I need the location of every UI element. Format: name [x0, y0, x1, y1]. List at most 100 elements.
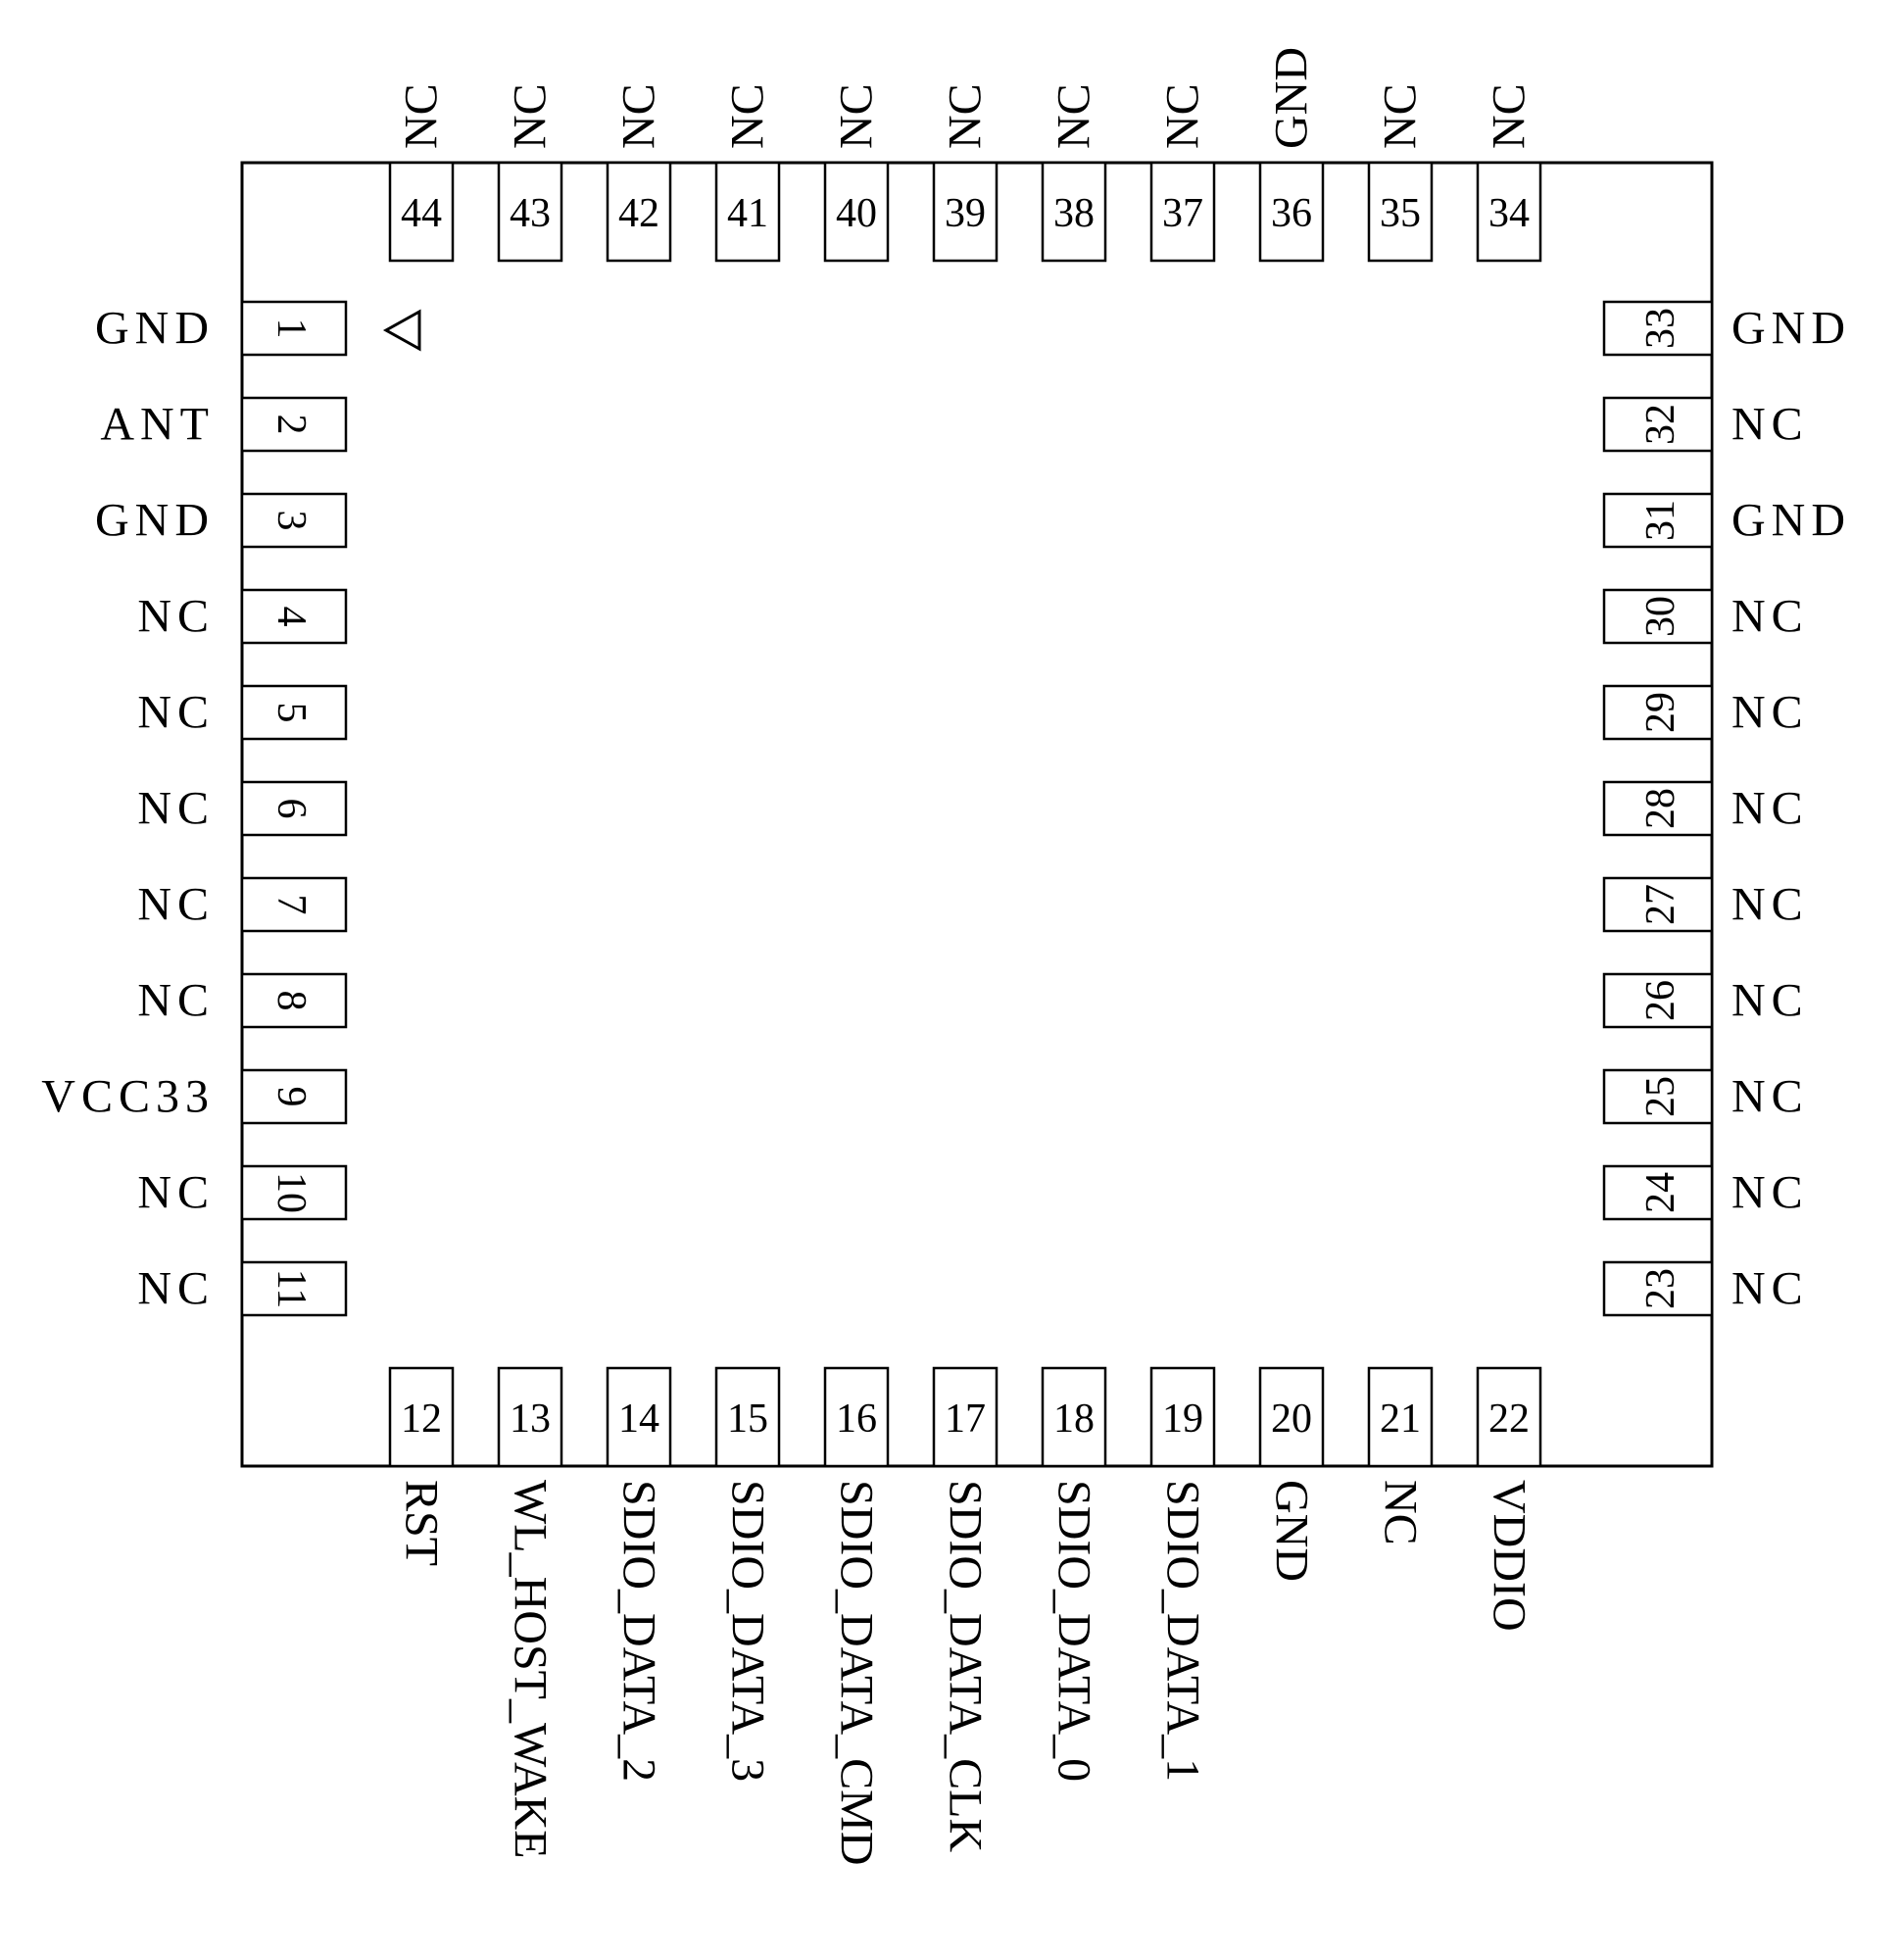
pin-number: 34 — [1488, 191, 1530, 236]
pin-label: SDIO_DATA_3 — [722, 1480, 774, 1782]
pin-36: 36 GND — [1258, 47, 1325, 263]
pin-label: SDIO_DATA_0 — [1048, 1480, 1100, 1782]
pin-number: 13 — [510, 1396, 551, 1442]
pin-number: 43 — [510, 191, 551, 236]
pin-pad — [1258, 1366, 1325, 1468]
pin-pad — [1041, 1366, 1107, 1468]
pin-pad — [240, 972, 348, 1029]
pin-number: 4 — [268, 607, 314, 627]
pin-pad — [1602, 1068, 1714, 1125]
pin-label: NC — [1375, 1480, 1427, 1545]
pin-label: GND — [1731, 495, 1851, 547]
pin-number: 10 — [268, 1172, 314, 1213]
pin-number: 1 — [268, 318, 314, 339]
pin-number: 42 — [618, 191, 659, 236]
pin-number: 39 — [945, 191, 986, 236]
pin-number: 33 — [1638, 308, 1683, 349]
pin-label: GND — [1266, 47, 1318, 149]
pin-number: 12 — [401, 1396, 442, 1442]
pin-pad — [240, 492, 348, 549]
pin-number: 32 — [1638, 404, 1683, 445]
pin-label: NC — [137, 687, 215, 739]
pin-pad — [1041, 161, 1107, 263]
pin-number: 41 — [727, 191, 768, 236]
pin-number: 30 — [1638, 596, 1683, 637]
pin-number: 22 — [1488, 1396, 1530, 1442]
pin-label: SDIO_DATA_CLK — [940, 1480, 992, 1852]
pin-pad — [932, 161, 999, 263]
pin-pad — [1602, 396, 1714, 453]
pin-pad — [823, 161, 890, 263]
pin-number: 44 — [401, 191, 442, 236]
pin-number: 24 — [1638, 1172, 1683, 1213]
pin-label: RST — [396, 1480, 448, 1566]
pin-number: 3 — [268, 511, 314, 531]
pin-pad — [1258, 161, 1325, 263]
pin-pad — [240, 780, 348, 837]
pin-pad — [388, 1366, 455, 1468]
pin-label: GND — [1731, 303, 1851, 355]
pin-pad — [1602, 780, 1714, 837]
pin-pad — [240, 684, 348, 741]
pin-number: 40 — [836, 191, 877, 236]
pin-label: NC — [137, 1167, 215, 1219]
pin-pad — [1476, 1366, 1542, 1468]
pin-label: NC — [1731, 783, 1809, 835]
pin-8: 8 NC — [137, 972, 348, 1029]
pin-label: SDIO_DATA_1 — [1157, 1480, 1209, 1782]
pin-pad — [1602, 492, 1714, 549]
pin-pad — [1367, 1366, 1434, 1468]
pin-33: 33 GND — [1602, 300, 1851, 357]
pin-label: NC — [1731, 591, 1809, 643]
pin-pad — [240, 396, 348, 453]
pin-pad — [606, 161, 672, 263]
pin-number: 31 — [1638, 500, 1683, 541]
pin-pad — [932, 1366, 999, 1468]
pin-label: WL_HOST_WAKE — [505, 1480, 557, 1859]
pin-label: NC — [137, 975, 215, 1027]
pin-label: NC — [722, 83, 774, 149]
pin-label: VDDIO — [1484, 1480, 1535, 1632]
package-body — [240, 161, 1714, 1468]
pin-pad — [1602, 588, 1714, 645]
pin-number: 7 — [268, 895, 314, 915]
pin-number: 11 — [268, 1269, 314, 1308]
pin-pad — [1476, 161, 1542, 263]
pin-number: 14 — [618, 1396, 659, 1442]
pin-label: NC — [1731, 1263, 1809, 1315]
pin-pad — [240, 1260, 348, 1317]
pin-number: 8 — [268, 991, 314, 1011]
pin-label: NC — [505, 83, 557, 149]
pin-number: 36 — [1271, 191, 1312, 236]
pin-pad — [1367, 161, 1434, 263]
pin-number: 21 — [1380, 1396, 1421, 1442]
pin-label: NC — [137, 591, 215, 643]
pin-label: NC — [1157, 83, 1209, 149]
pin-42: 42 NC — [606, 83, 672, 263]
pin-pad — [240, 588, 348, 645]
pin-label: NC — [613, 83, 665, 149]
pin-number: 16 — [836, 1396, 877, 1442]
pin-label: NC — [1731, 1071, 1809, 1123]
